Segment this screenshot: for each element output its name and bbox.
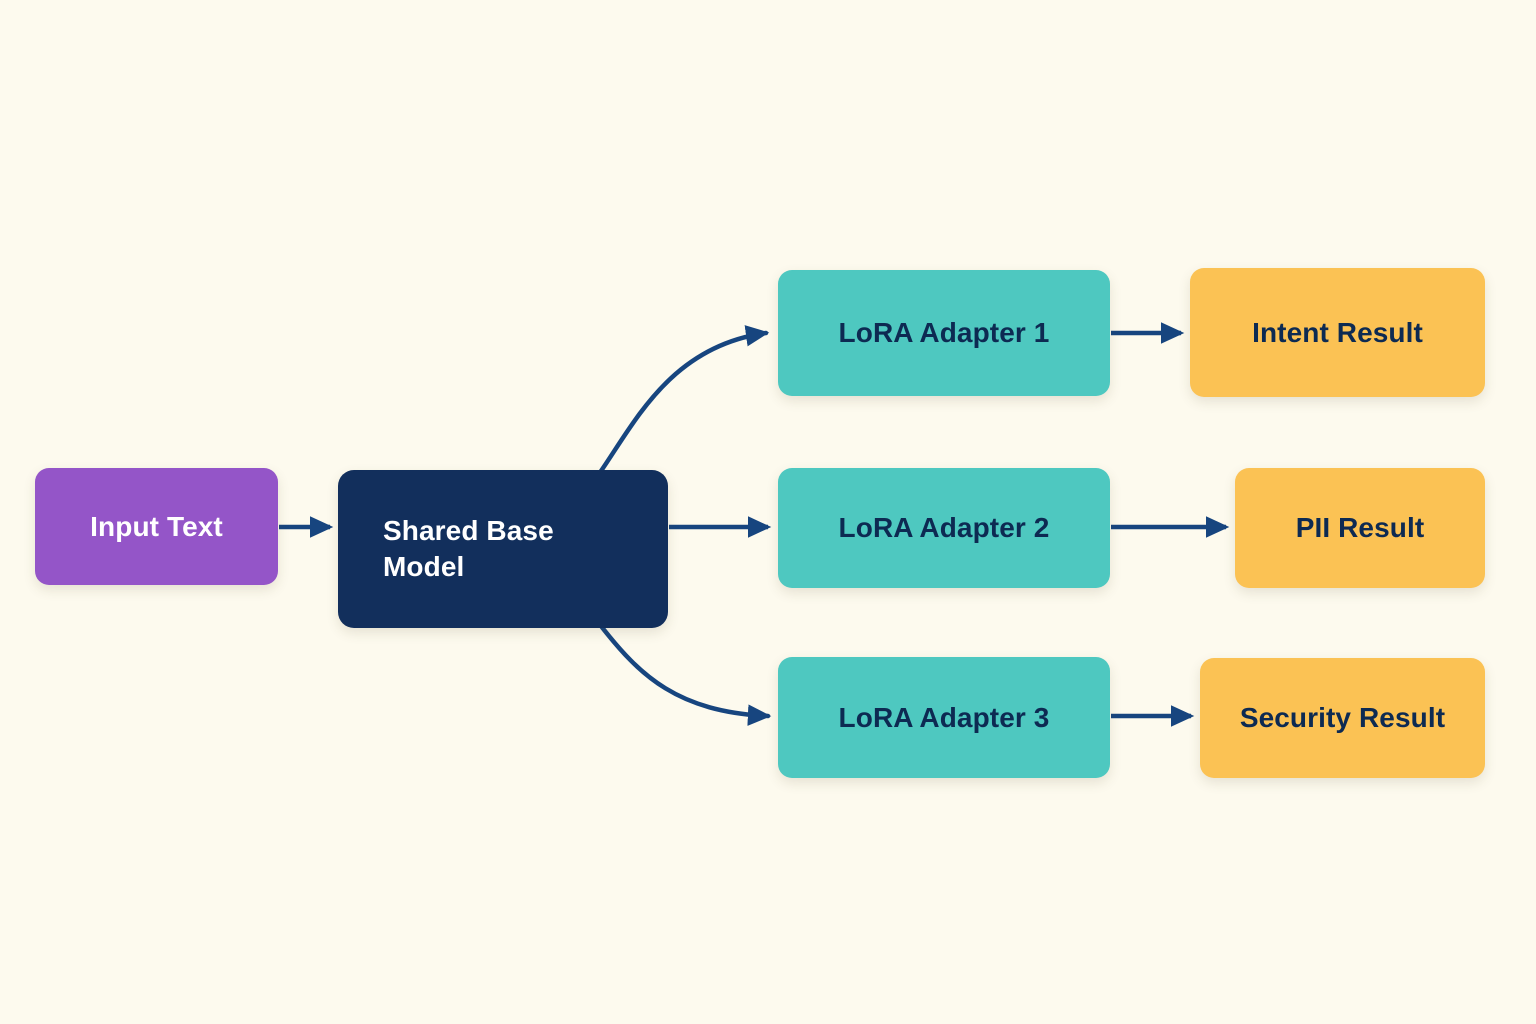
edge-base-to-adapter1 [598, 325, 770, 474]
node-pii-result-label: PII Result [1295, 512, 1425, 544]
node-lora-adapter-3-label: LoRA Adapter 3 [838, 701, 1050, 733]
node-intent-result[interactable]: Intent Result [1190, 268, 1485, 397]
node-security-result-label: Security Result [1239, 702, 1446, 734]
node-lora-adapter-2-label: LoRA Adapter 2 [838, 512, 1050, 544]
node-shared-base-model[interactable]: Shared Base Model [338, 470, 668, 628]
node-lora-adapter-1[interactable]: LoRA Adapter 1 [778, 270, 1110, 396]
node-intent-result-label: Intent Result [1252, 316, 1423, 348]
node-shared-base-model-label: Shared Base Model [383, 515, 554, 582]
node-pii-result[interactable]: PII Result [1235, 468, 1485, 588]
node-lora-adapter-2[interactable]: LoRA Adapter 2 [778, 468, 1110, 588]
edge-base-to-adapter3 [598, 623, 772, 726]
node-lora-adapter-1-label: LoRA Adapter 1 [838, 317, 1050, 349]
node-security-result[interactable]: Security Result [1200, 658, 1485, 778]
node-input-text-label: Input Text [90, 510, 223, 542]
node-input-text[interactable]: Input Text [35, 468, 278, 585]
node-lora-adapter-3[interactable]: LoRA Adapter 3 [778, 657, 1110, 778]
